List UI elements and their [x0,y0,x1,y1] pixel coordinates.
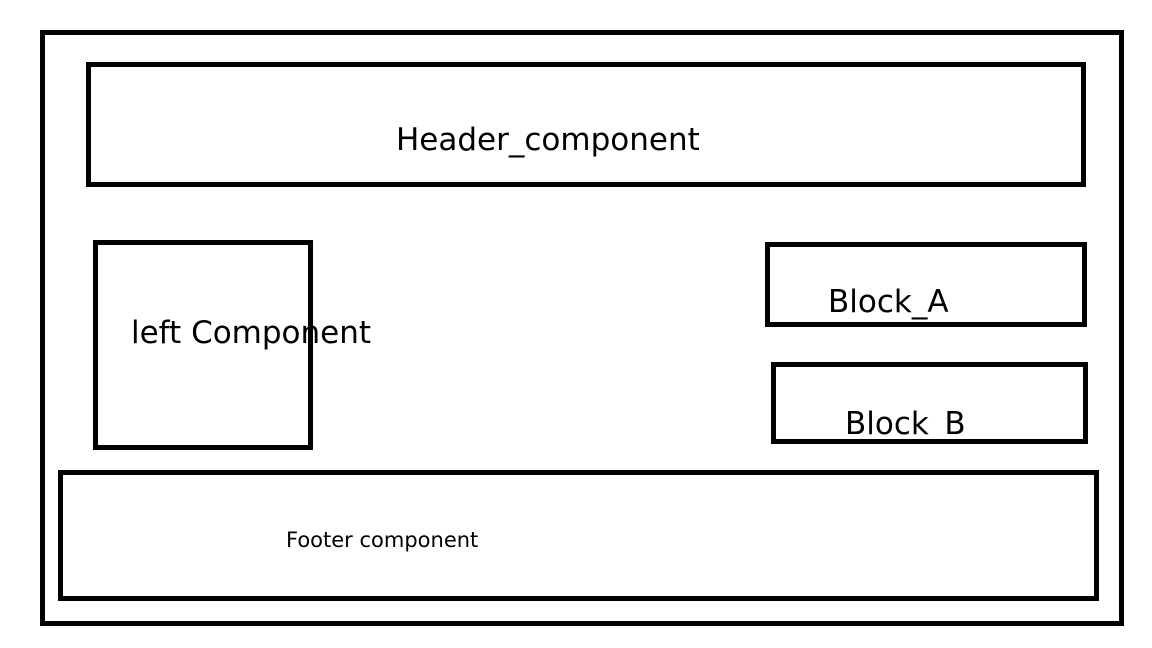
block-b-label: Block_B [845,406,966,442]
left-component-label: left Component [131,315,372,351]
left-component-box [93,240,313,450]
outer-frame [40,30,1124,626]
header-component-box [86,62,1086,187]
header-component-label: Header_component [396,122,700,158]
footer-component-label: Footer component [286,528,479,552]
footer-component-box [58,470,1099,601]
block-a-label: Block_A [828,284,949,320]
block-a-box [765,242,1087,327]
block-b-box [771,362,1088,444]
